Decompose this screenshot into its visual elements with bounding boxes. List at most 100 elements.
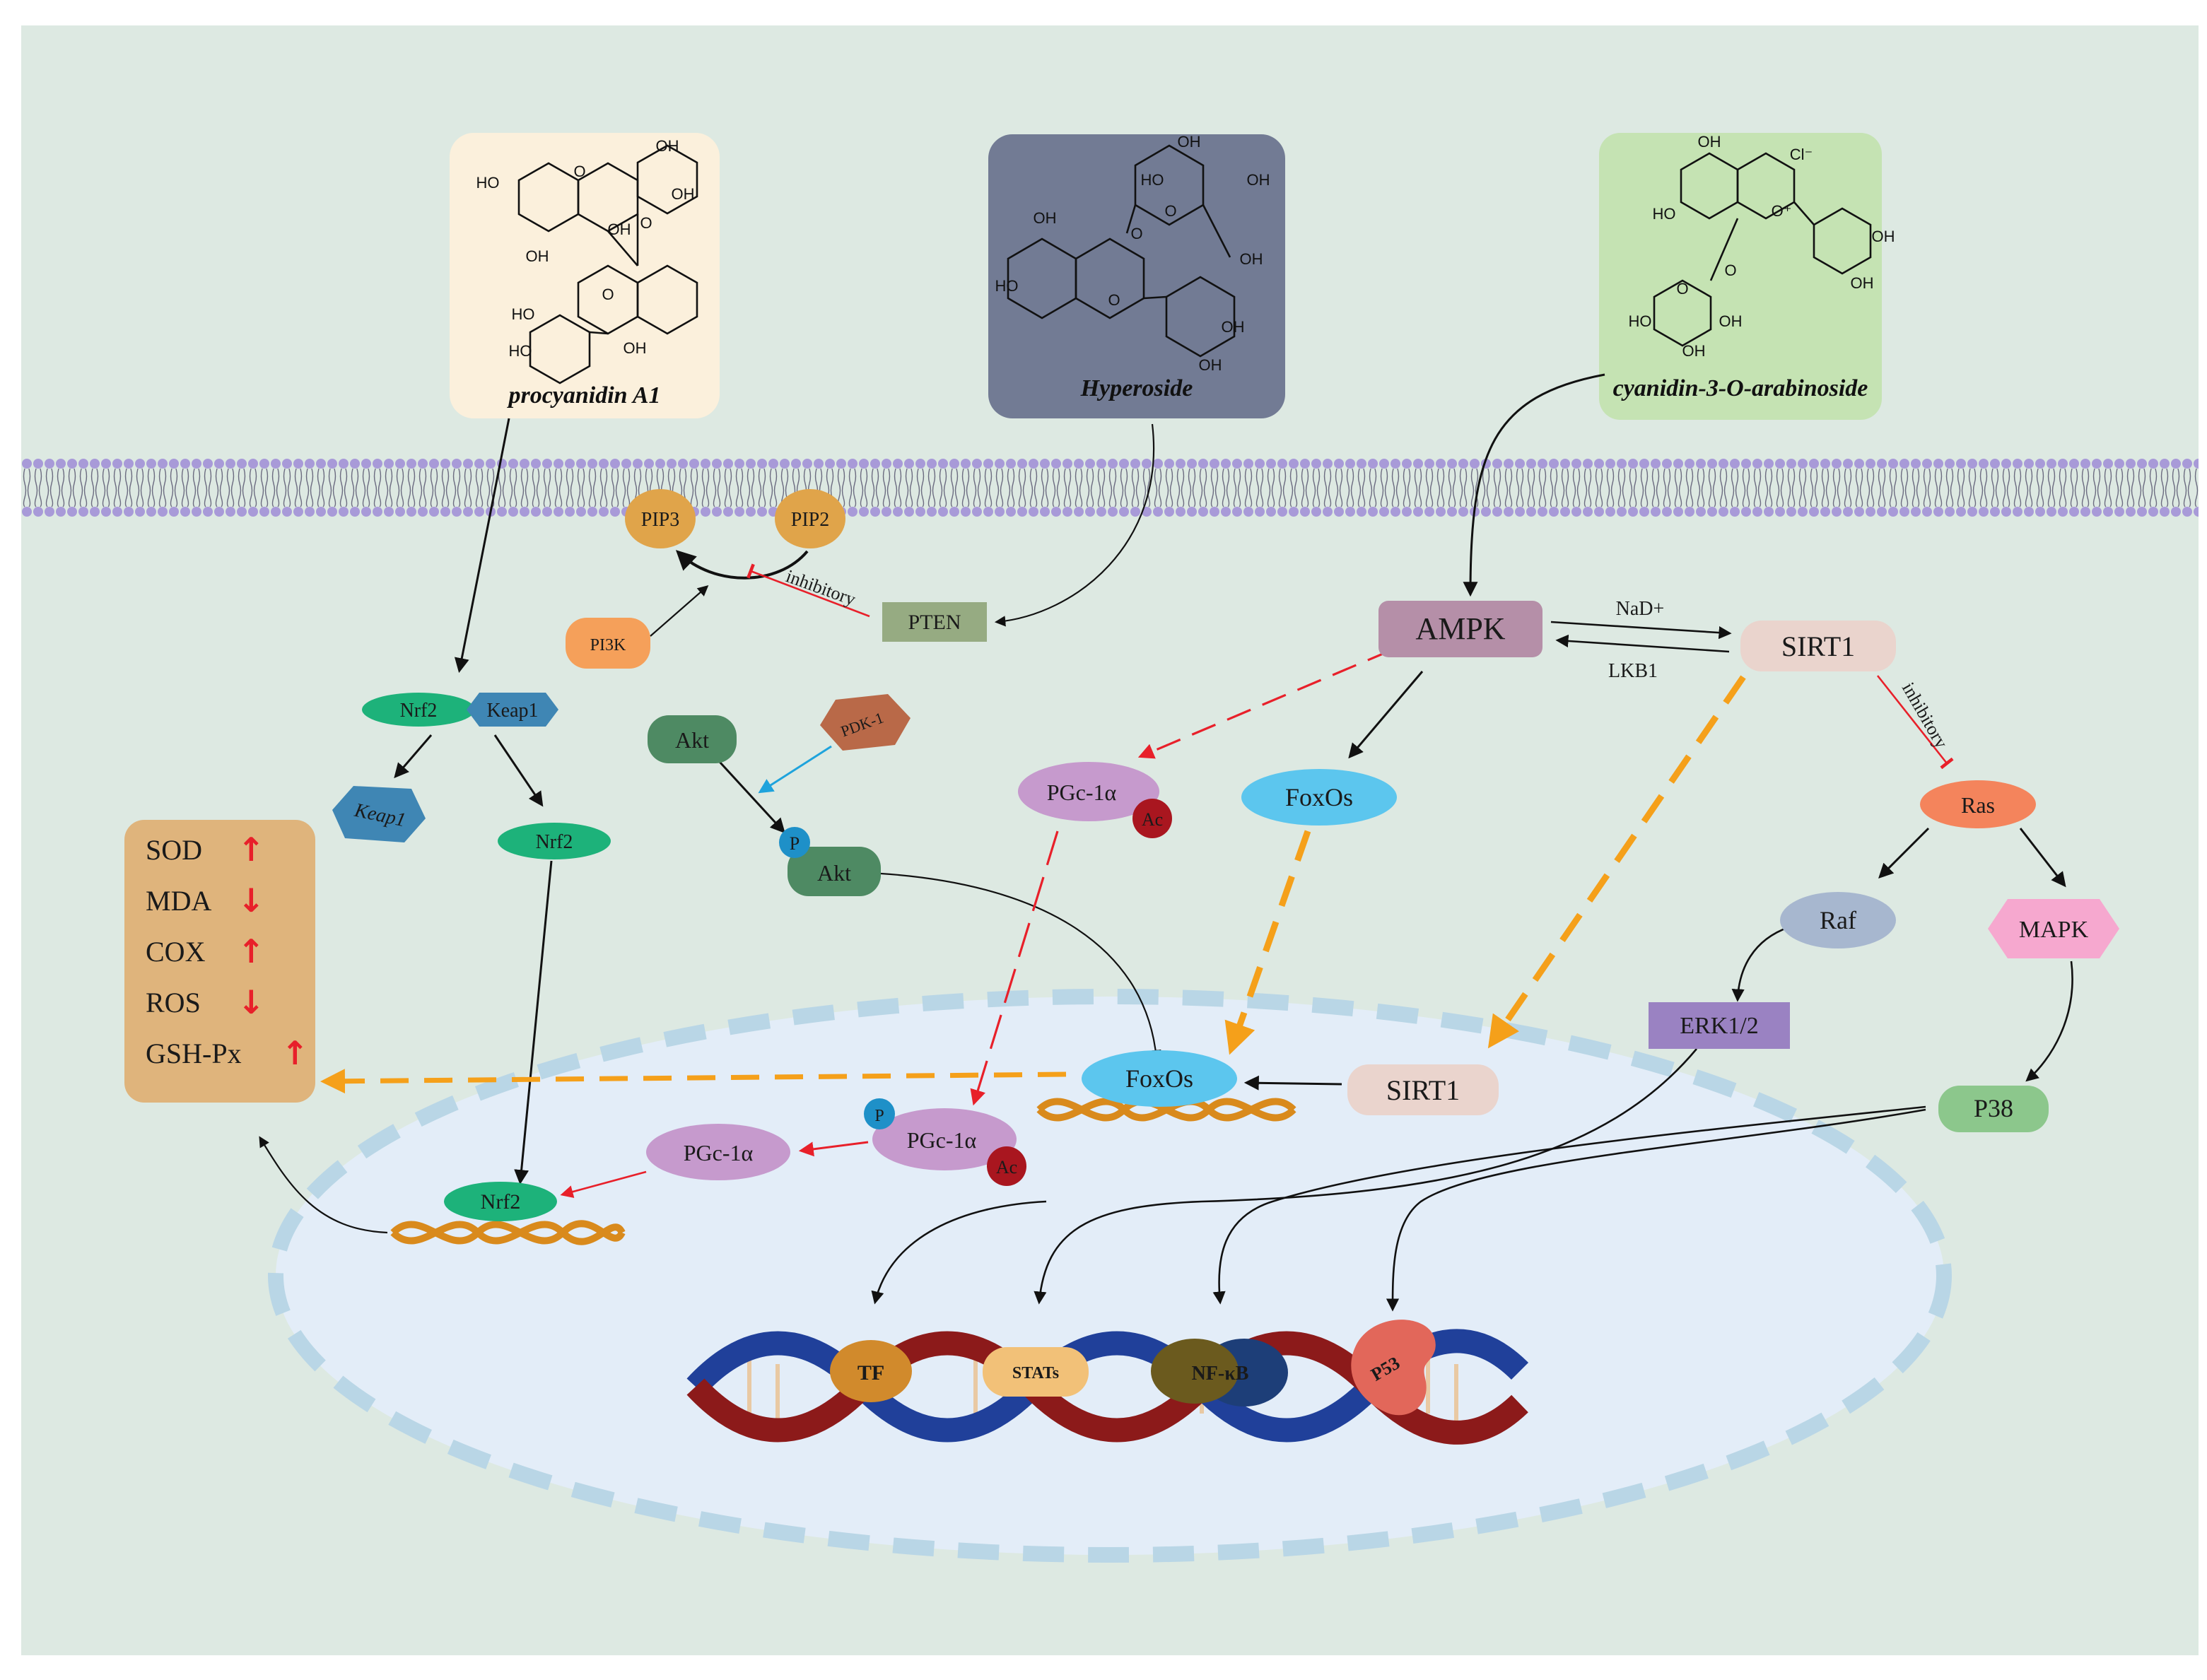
svg-text:NF-κB: NF-κB bbox=[1192, 1363, 1249, 1385]
p38-node: P38 bbox=[1938, 1086, 2049, 1132]
arrow-nrf2-to-markers bbox=[259, 1136, 388, 1234]
arrow-p38-to-p53 bbox=[1386, 1108, 1926, 1312]
arrow-foxos-to-markers bbox=[320, 1069, 1067, 1094]
svg-text:Keap1: Keap1 bbox=[486, 700, 538, 722]
hyperoside-name: Hyperoside bbox=[1080, 375, 1193, 401]
cyanidin-atoms: OH Cl⁻ HO O⁺ OH OH O O HO OH OH bbox=[1629, 133, 1895, 360]
svg-text:O: O bbox=[1108, 291, 1120, 309]
svg-text:TF: TF bbox=[857, 1361, 884, 1385]
procyanidin-a1-name: procyanidin A1 bbox=[506, 382, 660, 409]
sirt1-nucleus-node: SIRT1 bbox=[1347, 1064, 1499, 1115]
svg-text:O: O bbox=[1164, 202, 1176, 220]
svg-text:PIP2: PIP2 bbox=[791, 509, 829, 531]
arrow-pip2-to-pip3 bbox=[675, 550, 809, 580]
svg-text:Raf: Raf bbox=[1820, 906, 1856, 934]
keap1-free: Keap1 bbox=[332, 786, 426, 842]
marker-label: COX bbox=[146, 936, 206, 968]
dna-foxos bbox=[1036, 1098, 1296, 1122]
svg-text:STATs: STATs bbox=[1012, 1364, 1059, 1382]
pi3k-node: PI3K bbox=[566, 618, 650, 669]
foxos-cyto-node: FoxOs bbox=[1241, 769, 1397, 826]
arrow-to-nrf2 bbox=[493, 734, 544, 807]
svg-text:HO: HO bbox=[512, 305, 535, 323]
svg-text:PGc-1α: PGc-1α bbox=[907, 1127, 977, 1153]
arrow-foxos-into-nucleus bbox=[1224, 830, 1311, 1055]
svg-text:PGc-1α: PGc-1α bbox=[684, 1140, 754, 1165]
svg-text:OH: OH bbox=[656, 137, 679, 155]
ampk-node: AMPK bbox=[1378, 601, 1542, 657]
svg-text:O: O bbox=[573, 163, 585, 180]
cyanidin-name: cyanidin-3-O-arabinoside bbox=[1613, 375, 1868, 401]
svg-text:Ras: Ras bbox=[1961, 792, 1995, 818]
svg-text:O: O bbox=[640, 214, 652, 232]
marker-label: MDA bbox=[146, 885, 211, 917]
svg-text:OH: OH bbox=[1034, 209, 1057, 227]
svg-text:P38: P38 bbox=[1974, 1094, 2013, 1122]
connectors bbox=[259, 373, 2073, 1312]
markers-list: SOD↑MDA↓COX↑ROS↓GSH-Px↑ bbox=[146, 830, 309, 1072]
arrow-sirt1-to-ampk bbox=[1555, 634, 1730, 653]
marker-arrow: ↓ bbox=[238, 881, 265, 920]
nad-label: NaD+ bbox=[1616, 598, 1665, 620]
svg-text:OH: OH bbox=[1719, 312, 1743, 330]
arrow-cyanidin-to-ampk bbox=[1463, 373, 1605, 597]
stats-factor: STATs bbox=[983, 1347, 1089, 1397]
arrow-pgc-to-nrf2 bbox=[560, 1170, 647, 1198]
marker-label: ROS bbox=[146, 987, 201, 1018]
pten-node: PTEN bbox=[882, 602, 987, 642]
pgc1a-acetyl-nucleus: PGc-1α P Ac bbox=[864, 1098, 1026, 1186]
svg-text:SIRT1: SIRT1 bbox=[1781, 630, 1855, 662]
arrow-akt-to-pakt bbox=[718, 760, 785, 834]
svg-text:OH: OH bbox=[672, 185, 695, 203]
dna-nrf2 bbox=[390, 1220, 626, 1245]
arrow-pdk1-to-akt bbox=[758, 745, 832, 794]
marker-label: GSH-Px bbox=[146, 1038, 242, 1069]
procyanidin-a1-atoms: OH OH HO O O OH OH HO HO O OH bbox=[476, 137, 695, 360]
svg-text:OH: OH bbox=[526, 247, 549, 265]
arrow-ampk-to-pgc bbox=[1137, 649, 1392, 759]
arrow-procyanidin-to-nrf2 bbox=[454, 418, 510, 674]
svg-text:Nrf2: Nrf2 bbox=[481, 1190, 521, 1214]
svg-text:P: P bbox=[874, 1107, 884, 1125]
pip2-node: PIP2 bbox=[775, 489, 845, 548]
raf-node: Raf bbox=[1780, 892, 1896, 948]
inhibit-sirt1-ras bbox=[1876, 675, 1954, 770]
svg-text:MAPK: MAPK bbox=[2019, 917, 2089, 943]
pdk1-node: PDK-1 bbox=[820, 694, 911, 751]
procyanidin-a1-box: OH OH HO O O OH OH HO HO O OH procyanidi… bbox=[450, 133, 720, 418]
markers-box bbox=[124, 820, 315, 1103]
svg-text:O⁺: O⁺ bbox=[1772, 202, 1792, 220]
marker-arrow: ↓ bbox=[238, 983, 265, 1021]
svg-text:Ac: Ac bbox=[996, 1157, 1017, 1177]
nrf2-nucleus-node: Nrf2 bbox=[444, 1182, 557, 1221]
svg-text:FoxOs: FoxOs bbox=[1125, 1064, 1193, 1093]
svg-text:OH: OH bbox=[1222, 318, 1245, 336]
arrow-erk-to-stats bbox=[1034, 1048, 1697, 1305]
svg-text:OH: OH bbox=[1240, 250, 1263, 268]
p53-factor: P53 bbox=[1351, 1320, 1436, 1416]
arrow-ampk-to-sirt1 bbox=[1550, 621, 1732, 640]
svg-text:FoxOs: FoxOs bbox=[1285, 783, 1353, 811]
arrow-to-tf bbox=[871, 1200, 1047, 1305]
svg-text:OH: OH bbox=[1682, 342, 1706, 360]
svg-text:AMPK: AMPK bbox=[1415, 611, 1505, 646]
svg-text:Cl⁻: Cl⁻ bbox=[1790, 146, 1813, 163]
svg-text:O: O bbox=[1130, 225, 1142, 242]
arrow-pakt-to-foxos bbox=[880, 872, 1161, 1062]
svg-text:SIRT1: SIRT1 bbox=[1386, 1074, 1460, 1106]
svg-text:HO: HO bbox=[995, 277, 1019, 295]
marker-arrow: ↑ bbox=[238, 932, 265, 970]
arrow-to-keap1 bbox=[394, 734, 433, 779]
cell-membrane bbox=[21, 452, 2199, 517]
procyanidin-a1-structure bbox=[517, 144, 698, 384]
svg-text:HO: HO bbox=[476, 174, 500, 192]
marker-label: SOD bbox=[146, 834, 202, 866]
svg-text:HO: HO bbox=[1629, 312, 1652, 330]
pgc1a-nucleus: PGc-1α bbox=[646, 1124, 790, 1180]
arrow-pi3k-to-pip bbox=[650, 585, 709, 637]
nfkb-factor: NF-κB bbox=[1151, 1339, 1288, 1406]
arrow-ras-to-mapk bbox=[2019, 828, 2066, 888]
hyperoside-box: HO OH OH OH O O OH HO O OH OH Hyperoside bbox=[988, 133, 1285, 418]
svg-text:PI3K: PI3K bbox=[590, 636, 626, 654]
